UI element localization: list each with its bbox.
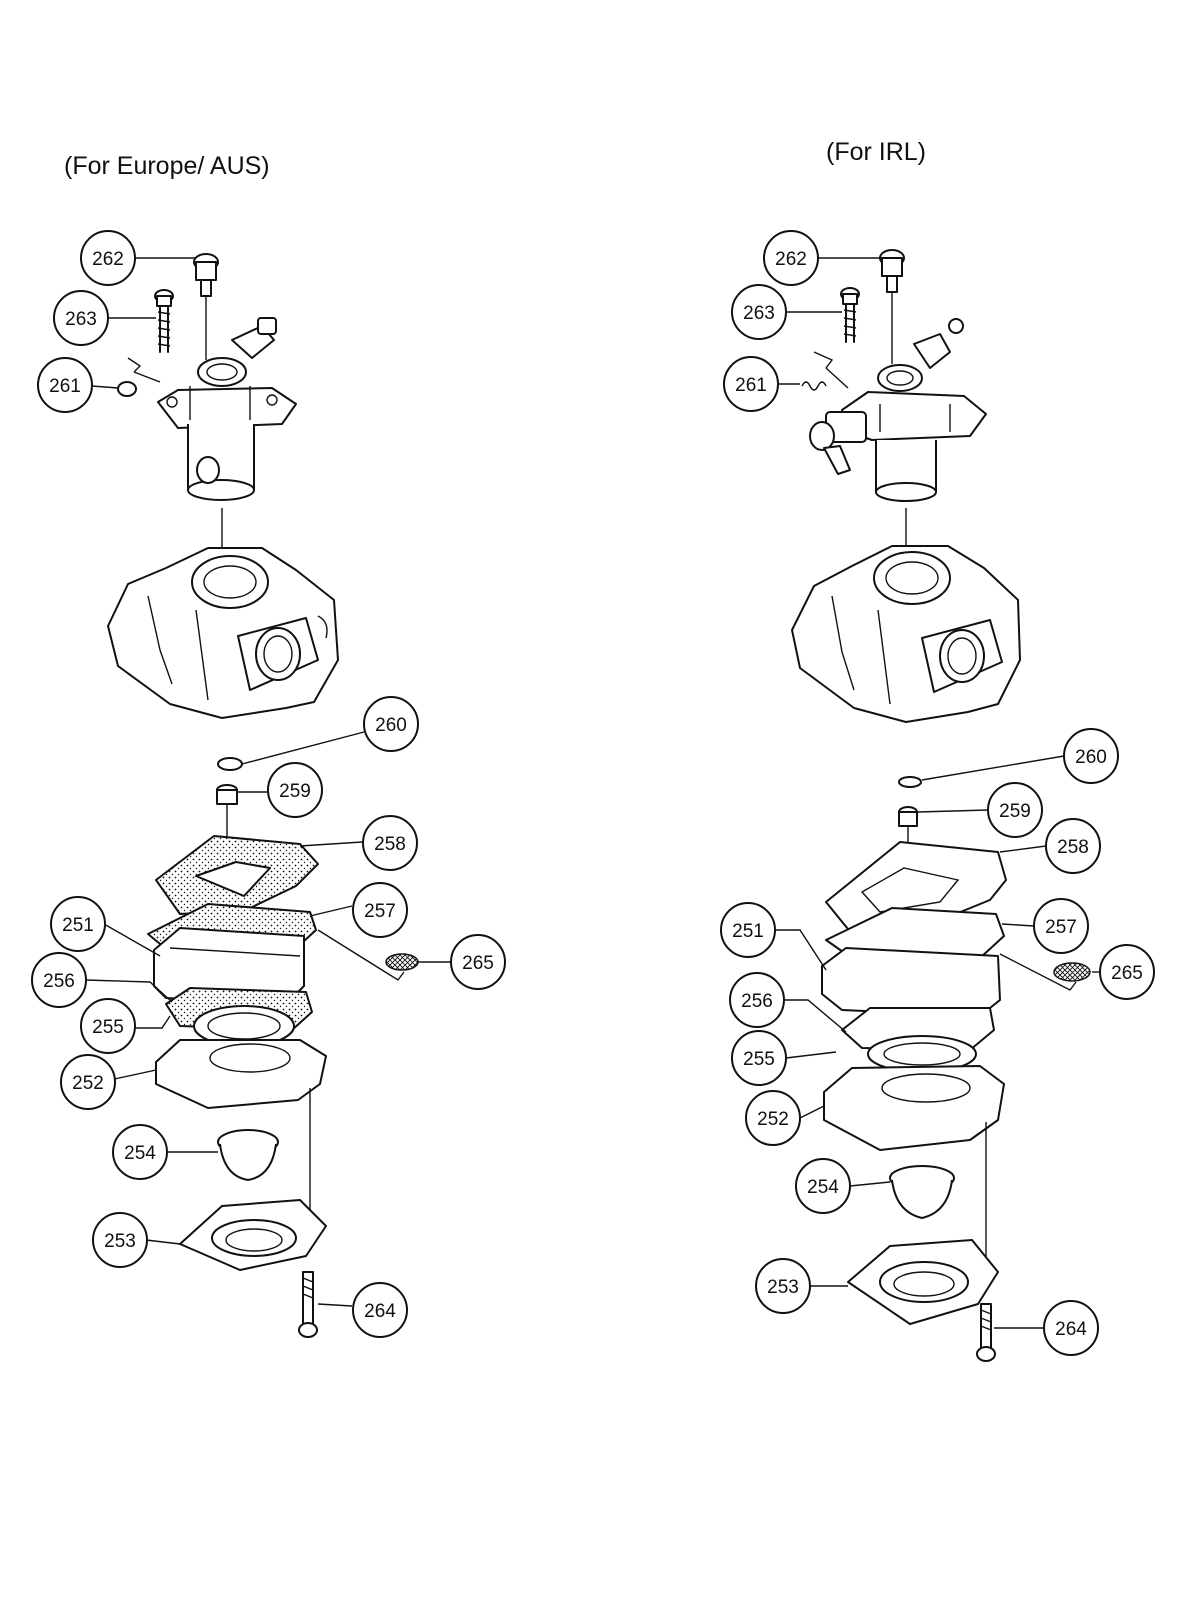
callout-252-right: 252	[745, 1090, 801, 1146]
svg-text:254: 254	[807, 1177, 839, 1198]
svg-text:262: 262	[92, 249, 124, 270]
callout-253-left: 253	[92, 1212, 148, 1268]
callout-264-left: 264	[352, 1282, 408, 1338]
adjust-screw-262-right	[879, 249, 905, 364]
callout-259-right: 259	[987, 782, 1043, 838]
svg-text:265: 265	[462, 953, 494, 974]
svg-text:251: 251	[62, 915, 94, 936]
svg-text:256: 256	[43, 971, 75, 992]
throttle-body-left	[157, 317, 297, 501]
svg-text:257: 257	[1045, 917, 1077, 938]
svg-text:256: 256	[741, 991, 773, 1012]
svg-text:254: 254	[124, 1143, 156, 1164]
heading-europe-aus: (For Europe/ AUS)	[64, 152, 270, 180]
callout-252-left: 252	[60, 1054, 116, 1110]
screw-263-left	[154, 289, 174, 353]
svg-text:251: 251	[732, 921, 764, 942]
callout-254-right: 254	[795, 1158, 851, 1214]
cup-254-left	[217, 1129, 279, 1181]
callout-263-left: 263	[53, 290, 109, 346]
callout-261-right: 261	[723, 356, 779, 412]
leader-lines-left	[85, 257, 450, 1307]
callout-260-left: 260	[363, 696, 419, 752]
svg-text:263: 263	[65, 309, 97, 330]
assembly-europe-aus: 262 263 261 260 259 258 257 251 265 256 …	[31, 230, 506, 1338]
callout-251-left: 251	[50, 896, 106, 952]
svg-text:253: 253	[767, 1277, 799, 1298]
screw-264-left	[298, 1271, 318, 1338]
svg-text:252: 252	[757, 1109, 789, 1130]
metering-body-252-right	[823, 1065, 1005, 1151]
plug-259-left	[216, 784, 238, 870]
leader-lines-right	[775, 257, 1100, 1329]
svg-text:252: 252	[72, 1073, 104, 1094]
throttle-body-right	[809, 318, 987, 502]
svg-text:258: 258	[1057, 837, 1089, 858]
carburetor-body-left	[107, 508, 339, 719]
svg-text:261: 261	[735, 375, 767, 396]
svg-text:261: 261	[49, 376, 81, 397]
washer-260-right	[898, 776, 922, 788]
svg-text:265: 265	[1111, 963, 1143, 984]
svg-text:263: 263	[743, 303, 775, 324]
svg-text:262: 262	[775, 249, 807, 270]
svg-text:253: 253	[104, 1231, 136, 1252]
callout-257-right: 257	[1033, 898, 1089, 954]
callout-255-left: 255	[80, 998, 136, 1054]
callout-260-right: 260	[1063, 728, 1119, 784]
pump-body-251-right	[821, 947, 1001, 1017]
filter-screen-265-left	[385, 953, 419, 971]
heading-irl: (For IRL)	[826, 138, 926, 166]
callout-265-left: 265	[450, 934, 506, 990]
callout-261-left: 261	[37, 357, 93, 413]
callout-251-right: 251	[720, 902, 776, 958]
svg-text:264: 264	[364, 1301, 396, 1322]
screw-263-right	[840, 287, 860, 343]
callout-256-left: 256	[31, 952, 87, 1008]
callout-254-left: 254	[112, 1124, 168, 1180]
svg-text:259: 259	[999, 801, 1031, 822]
callout-258-left: 258	[362, 815, 418, 871]
svg-text:257: 257	[364, 901, 396, 922]
svg-text:258: 258	[374, 834, 406, 855]
cover-253-left	[179, 1199, 327, 1271]
spring-261-left	[117, 357, 161, 397]
cup-254-right	[889, 1165, 955, 1219]
callout-253-right: 253	[755, 1258, 811, 1314]
callout-259-left: 259	[267, 762, 323, 818]
callout-265-right: 265	[1099, 944, 1155, 1000]
svg-text:255: 255	[92, 1017, 124, 1038]
carburetor-body-right	[791, 508, 1021, 723]
svg-text:264: 264	[1055, 1319, 1087, 1340]
callout-262-left: 262	[80, 230, 136, 286]
svg-text:260: 260	[1075, 747, 1107, 768]
washer-260-left	[217, 757, 243, 771]
callout-258-right: 258	[1045, 818, 1101, 874]
filter-screen-265-right	[1053, 962, 1091, 982]
adjust-screw-262-left	[193, 253, 219, 360]
assembly-irl: 262 263 261 260 259 258 251 257 265 256 …	[720, 230, 1155, 1362]
callout-255-right: 255	[731, 1030, 787, 1086]
callout-257-left: 257	[352, 882, 408, 938]
spring-261-right	[801, 351, 849, 391]
svg-text:260: 260	[375, 715, 407, 736]
metering-body-252-left	[155, 1039, 327, 1109]
screw-264-right	[976, 1303, 996, 1362]
callout-256-right: 256	[729, 972, 785, 1028]
cover-253-right	[847, 1239, 999, 1325]
callout-262-right: 262	[763, 230, 819, 286]
svg-text:259: 259	[279, 781, 311, 802]
callout-264-right: 264	[1043, 1300, 1099, 1356]
svg-text:255: 255	[743, 1049, 775, 1070]
callout-263-right: 263	[731, 284, 787, 340]
